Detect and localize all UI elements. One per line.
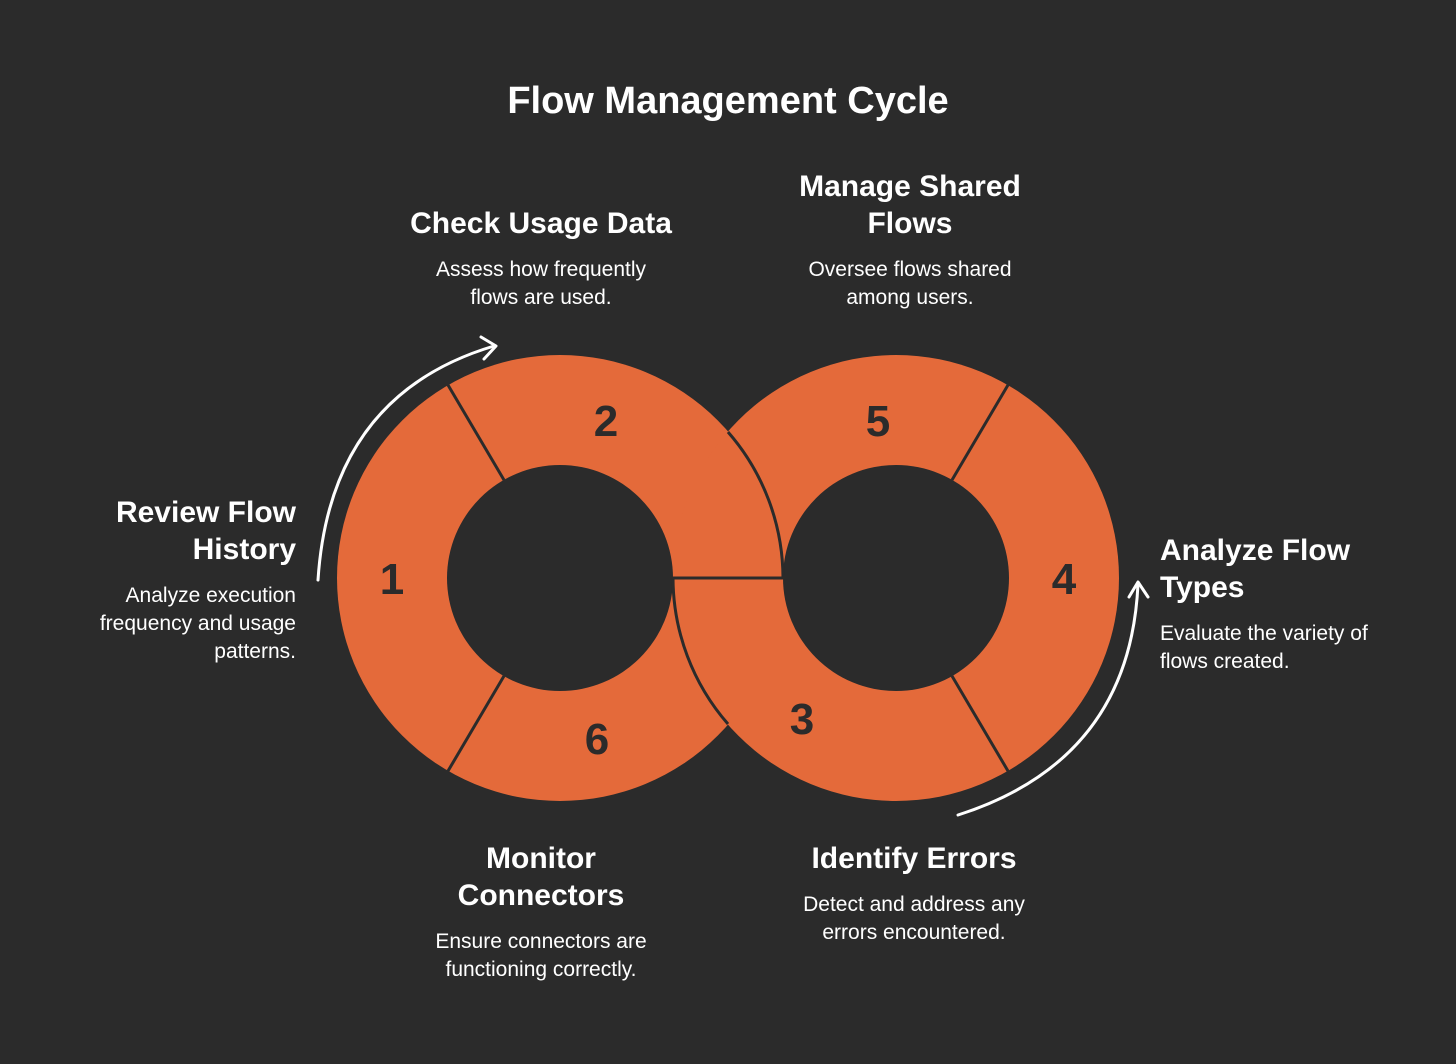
- step-6-callout: Monitor Connectors Ensure connectors are…: [381, 840, 701, 984]
- segment-number-2: 2: [594, 397, 618, 446]
- overlap-divider-bottom: [671, 577, 730, 725]
- step-1-heading: Review Flow History: [115, 496, 296, 566]
- step-3-callout: Identify Errors Detect and address any e…: [754, 840, 1074, 947]
- step-2-heading: Check Usage Data: [410, 207, 672, 240]
- step-5-description: Oversee flows shared among users.: [808, 258, 1012, 309]
- right-divider-bottom: [950, 675, 1010, 772]
- step-1-callout: Review Flow History Analyze execution fr…: [40, 494, 296, 666]
- left-divider-bottom: [446, 675, 506, 772]
- step-3-description: Detect and address any errors encountere…: [803, 893, 1025, 944]
- overlap-divider-top: [726, 431, 785, 579]
- step-4-callout: Analyze Flow Types Evaluate the variety …: [1160, 532, 1430, 676]
- step-1-description: Analyze execution frequency and usage pa…: [99, 584, 296, 663]
- right-divider-top: [950, 384, 1010, 481]
- step-4-heading: Analyze Flow Types: [1160, 534, 1351, 604]
- arrow-right-curve: [956, 582, 1140, 817]
- step-4-description: Evaluate the variety of flows created.: [1160, 622, 1368, 673]
- step-6-heading: Monitor Connectors: [457, 842, 625, 912]
- segment-number-5: 5: [866, 397, 890, 446]
- segment-number-4: 4: [1052, 555, 1077, 604]
- left-divider-top: [446, 384, 506, 481]
- step-2-description: Assess how frequently flows are used.: [435, 258, 647, 309]
- step-2-callout: Check Usage Data Assess how frequently f…: [381, 205, 701, 312]
- right-ring: [673, 355, 1119, 801]
- step-5-heading: Manage Shared Flows: [799, 170, 1021, 240]
- segment-number-3: 3: [790, 695, 814, 744]
- segment-number-6: 6: [585, 715, 609, 764]
- diagram-title: Flow Management Cycle: [507, 80, 949, 122]
- step-5-callout: Manage Shared Flows Oversee flows shared…: [750, 168, 1070, 312]
- segment-number-1: 1: [380, 555, 404, 604]
- arrow-left-head-icon: [479, 335, 498, 361]
- left-ring: [337, 355, 783, 801]
- step-3-heading: Identify Errors: [811, 842, 1017, 875]
- arrow-left-curve: [316, 344, 496, 582]
- arrow-right-head-icon: [1127, 580, 1150, 599]
- step-6-description: Ensure connectors are functioning correc…: [435, 930, 647, 981]
